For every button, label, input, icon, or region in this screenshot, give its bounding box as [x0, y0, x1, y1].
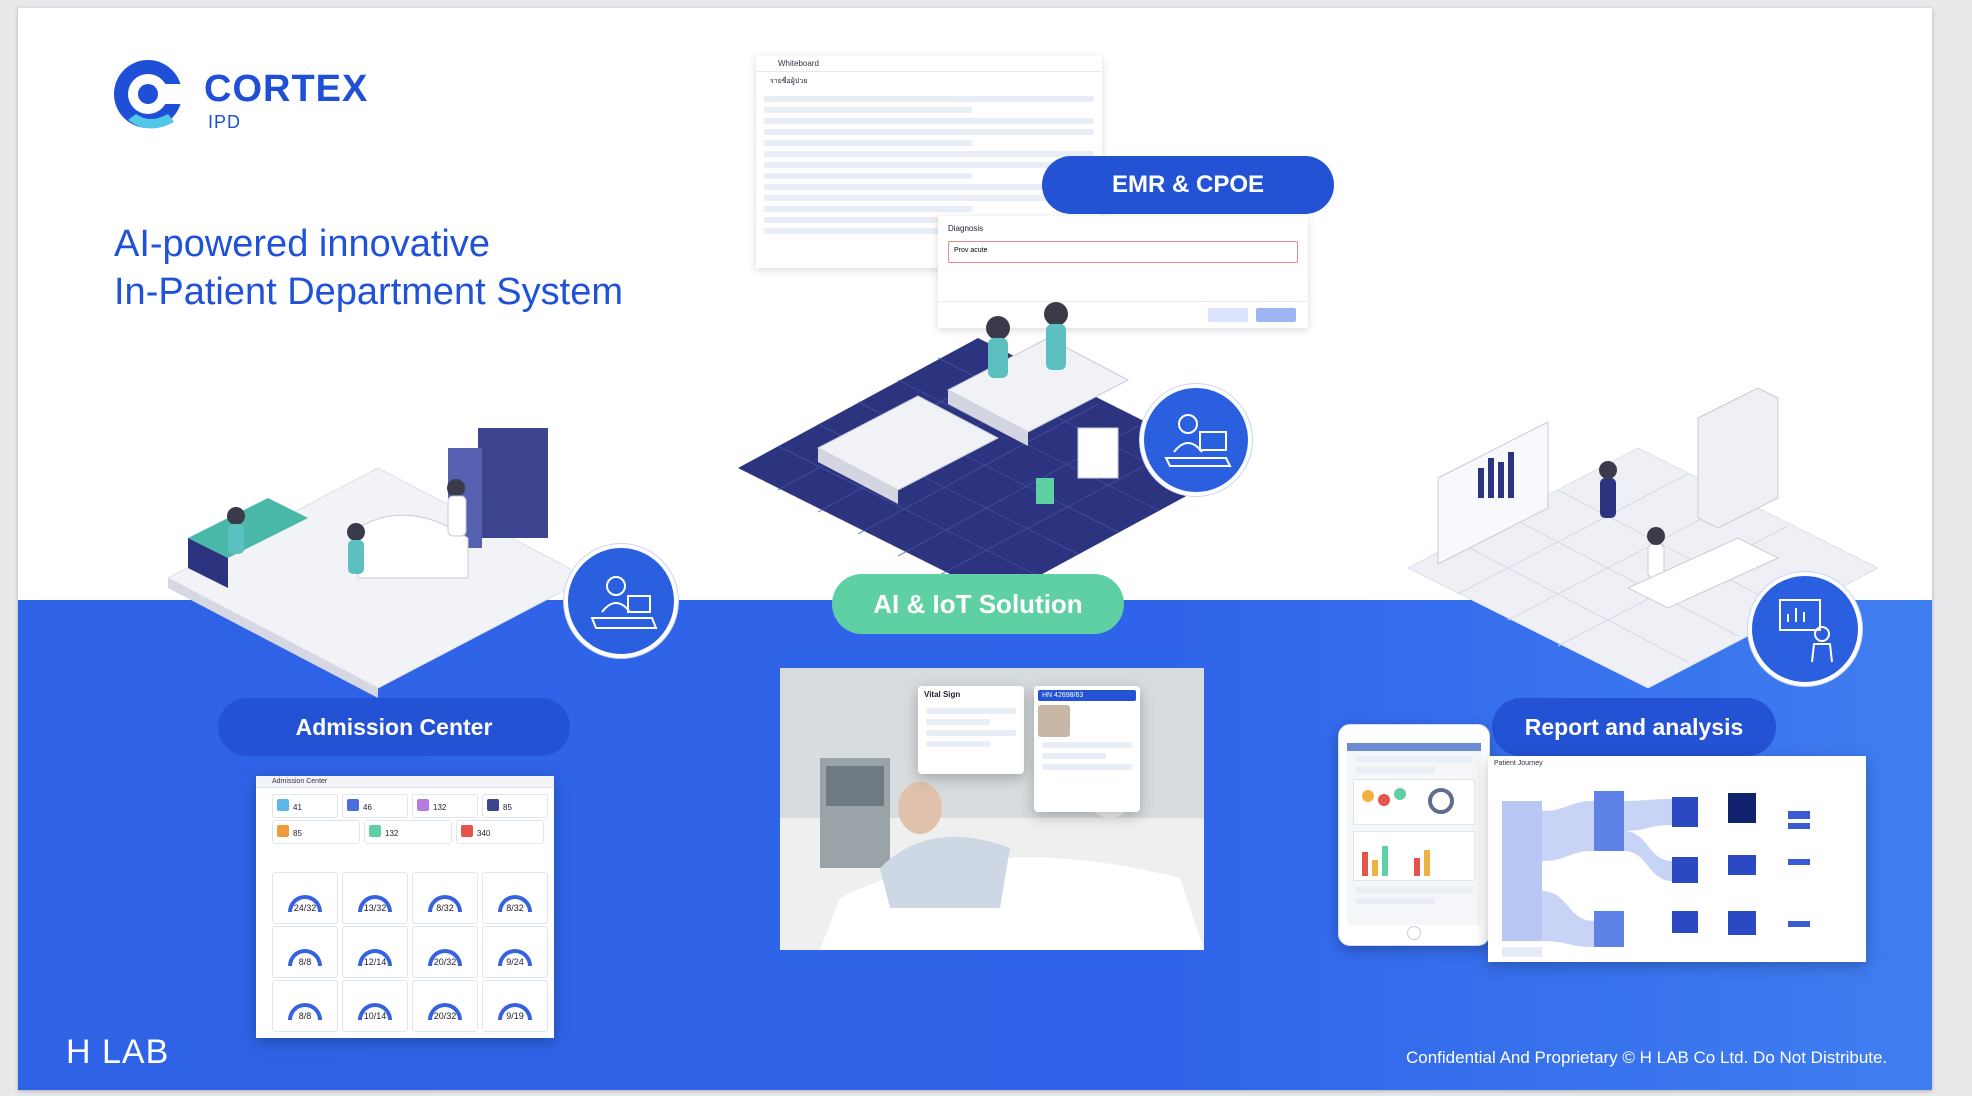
- stat-value: 132: [433, 803, 447, 812]
- patient-journey-screenshot: Patient Journey: [1488, 756, 1866, 962]
- occupancy-gauge: [358, 1003, 392, 1020]
- ward-gauge-card[interactable]: 9/19: [482, 980, 548, 1032]
- whiteboard-section: รายชื่อผู้ป่วย: [770, 78, 808, 85]
- stat-value: 41: [293, 803, 302, 812]
- ward-gauge-card[interactable]: 8/8: [272, 980, 338, 1032]
- stat-icon: [369, 825, 381, 837]
- patient-journey-title: Patient Journey: [1494, 760, 1543, 767]
- occupancy-value: 8/32: [436, 903, 454, 913]
- occupancy-gauge: [428, 895, 462, 912]
- tablet-screen: [1347, 743, 1481, 925]
- tablet-device: [1338, 724, 1490, 946]
- occupancy-value: 12/14: [363, 957, 387, 967]
- stat-icon: [461, 825, 473, 837]
- stat-value: 340: [477, 829, 491, 838]
- save-button[interactable]: [1256, 308, 1296, 322]
- ward-gauge-card[interactable]: 20/32: [412, 980, 478, 1032]
- ward-gauge-card[interactable]: 10/14: [342, 980, 408, 1032]
- stat-value: 46: [363, 803, 372, 812]
- stat-icon: [487, 799, 499, 811]
- patient-avatar: [1038, 705, 1070, 737]
- stat-card[interactable]: 46: [342, 794, 408, 818]
- brand-product: IPD: [208, 112, 242, 132]
- ward-illustration: [738, 302, 1238, 598]
- occupancy-value: 24/32: [293, 903, 317, 913]
- occupancy-value: 9/19: [506, 1011, 524, 1021]
- patient-photo: Vital Sign HN 42698/63: [780, 668, 1204, 950]
- reception-desk-icon: [564, 544, 678, 658]
- stat-card[interactable]: 132: [364, 820, 452, 844]
- cancel-button[interactable]: [1208, 308, 1248, 322]
- occupancy-gauge: [288, 1003, 322, 1020]
- occupancy-gauge: [358, 895, 392, 912]
- occupancy-gauge: [288, 949, 322, 966]
- admission-center-screenshot: Admission Center 41 46 132 85 85 132 340 24/32…: [256, 776, 554, 1038]
- stat-icon: [277, 799, 289, 811]
- diagnosis-panel: Diagnosis Prov acute: [938, 216, 1308, 328]
- analytics-board-icon: [1748, 572, 1862, 686]
- stat-card[interactable]: 132: [412, 794, 478, 818]
- ward-gauge-card[interactable]: 24/32: [272, 872, 338, 924]
- stat-icon: [277, 825, 289, 837]
- occupancy-gauge: [358, 949, 392, 966]
- patient-info-card: HN 42698/63: [1034, 686, 1140, 812]
- ward-gauge-card[interactable]: 8/32: [412, 872, 478, 924]
- stat-card[interactable]: 340: [456, 820, 544, 844]
- stat-value: 85: [503, 803, 512, 812]
- occupancy-value: 10/14: [363, 1011, 387, 1021]
- diagnosis-input[interactable]: Prov acute: [948, 241, 1298, 263]
- emr-cpoe-label: EMR & CPOE: [1042, 156, 1334, 214]
- diagnosis-label: Diagnosis: [948, 224, 984, 233]
- stat-value: 132: [385, 829, 399, 838]
- vital-sign-title: Vital Sign: [924, 690, 961, 699]
- slide: CORTEX IPD AI-powered innovative In-Pati…: [18, 8, 1932, 1090]
- brand-name: CORTEX: [204, 68, 369, 110]
- doctor-computer-icon: [1140, 384, 1252, 496]
- cortex-logo-icon: [114, 60, 188, 129]
- stat-card[interactable]: 85: [272, 820, 360, 844]
- admission-title: Admission Center: [256, 776, 554, 788]
- occupancy-value: 8/32: [506, 903, 524, 913]
- admission-center-label: Admission Center: [218, 698, 570, 756]
- ward-gauge-card[interactable]: 9/24: [482, 926, 548, 978]
- hlab-logo: H LAB: [66, 1033, 170, 1071]
- patient-hn-badge: HN 42698/63: [1038, 690, 1136, 701]
- ward-gauge-card[interactable]: 12/14: [342, 926, 408, 978]
- confidential-notice: Confidential And Proprietary © H LAB Co …: [1406, 1048, 1888, 1067]
- occupancy-value: 20/32: [433, 1011, 457, 1021]
- ward-gauge-card[interactable]: 8/8: [272, 926, 338, 978]
- tablet-home-button: [1407, 926, 1421, 940]
- patient-journey-sankey: [1502, 791, 1810, 957]
- occupancy-value: 20/32: [433, 957, 457, 967]
- admission-illustration: [166, 428, 590, 698]
- tagline: AI-powered innovative In-Patient Departm…: [114, 220, 623, 316]
- occupancy-gauge: [428, 949, 462, 966]
- occupancy-gauge: [428, 1003, 462, 1020]
- occupancy-gauge: [498, 1003, 532, 1020]
- tagline-line-2: In-Patient Department System: [114, 271, 623, 313]
- ward-gauge-card[interactable]: 8/32: [482, 872, 548, 924]
- occupancy-value: 8/8: [298, 957, 312, 967]
- tagline-line-1: AI-powered innovative: [114, 223, 490, 265]
- ward-gauge-card[interactable]: 20/32: [412, 926, 478, 978]
- occupancy-gauge: [498, 949, 532, 966]
- whiteboard-title: Whiteboard: [756, 56, 1102, 72]
- stat-icon: [347, 799, 359, 811]
- occupancy-value: 13/32: [363, 903, 387, 913]
- stat-card[interactable]: 41: [272, 794, 338, 818]
- ai-iot-label: AI & IoT Solution: [832, 574, 1124, 634]
- report-analysis-label: Report and analysis: [1492, 698, 1776, 756]
- occupancy-gauge: [288, 895, 322, 912]
- stat-value: 85: [293, 829, 302, 838]
- ward-gauge-card[interactable]: 13/32: [342, 872, 408, 924]
- stat-card[interactable]: 85: [482, 794, 548, 818]
- occupancy-value: 9/24: [506, 957, 524, 967]
- stat-icon: [417, 799, 429, 811]
- vital-sign-card: Vital Sign: [918, 686, 1024, 774]
- occupancy-gauge: [498, 895, 532, 912]
- occupancy-value: 8/8: [298, 1011, 312, 1021]
